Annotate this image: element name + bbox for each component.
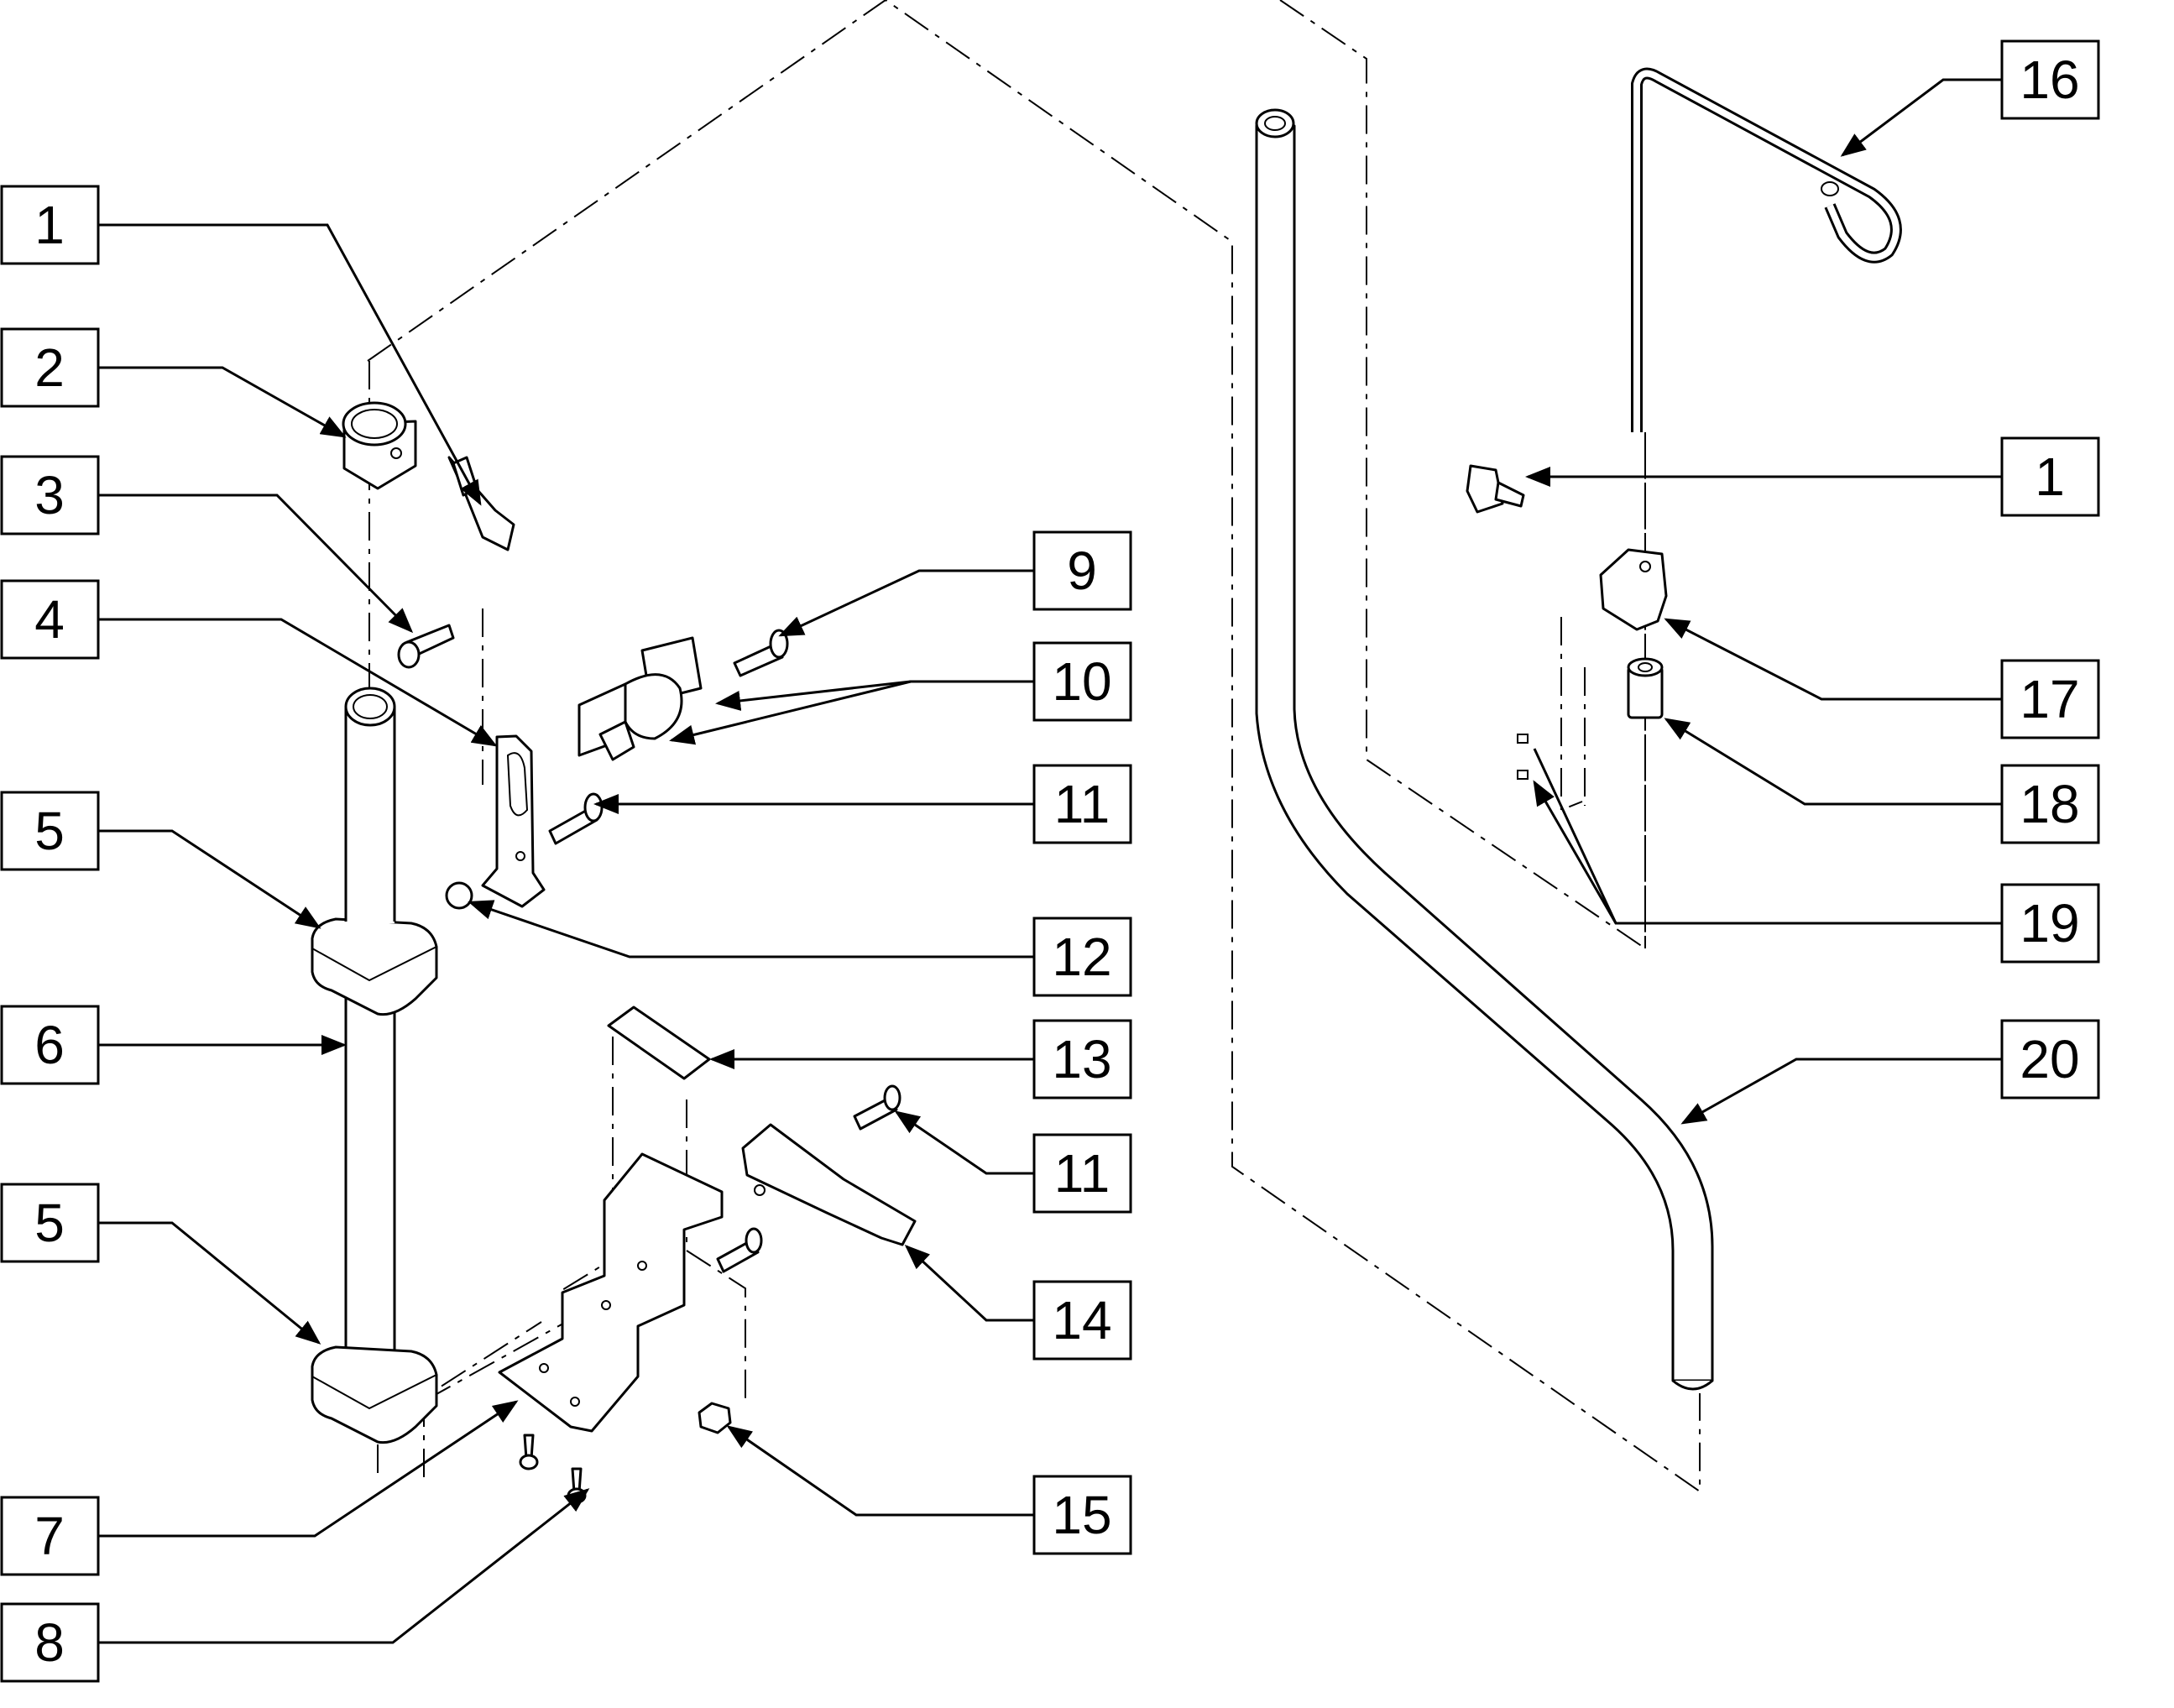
callout-label: 7 <box>34 1506 65 1566</box>
bent-tube-part <box>1255 108 1714 1391</box>
callout-label: 18 <box>2020 774 2079 834</box>
spacer-part <box>445 881 473 910</box>
shoulder-screw-part <box>397 624 455 669</box>
callout-label: 17 <box>2020 669 2079 729</box>
callout-8: 8 <box>0 1602 100 1683</box>
callout-20: 20 <box>2000 1019 2100 1099</box>
callout-14: 14 <box>1032 1280 1132 1361</box>
callout-3: 3 <box>0 455 100 535</box>
leader-lines <box>98 78 2002 1644</box>
slotted-bracket-part <box>481 734 546 908</box>
callout-4: 4 <box>0 579 100 660</box>
callout-label: 3 <box>34 465 65 525</box>
callout-7: 7 <box>0 1496 100 1576</box>
rod-block-part <box>1599 548 1668 631</box>
bushing-part <box>1627 657 1664 719</box>
callout-19: 19 <box>2000 883 2100 964</box>
callout-1-right: 1 <box>2000 436 2100 517</box>
callout-9: 9 <box>1032 530 1132 611</box>
iv-hook-rod-part <box>1631 67 1902 432</box>
callout-label: 10 <box>1052 651 1111 712</box>
screw-11-upper-part <box>548 792 604 845</box>
grip-pad-part <box>607 1005 711 1080</box>
callout-2: 2 <box>0 327 100 408</box>
knob-right-part <box>1466 464 1525 514</box>
callout-6: 6 <box>0 1005 100 1085</box>
callout-1-left: 1 <box>0 185 100 265</box>
callout-label: 13 <box>1052 1029 1111 1089</box>
callout-5-upper: 5 <box>0 791 100 871</box>
split-clamp-part <box>577 636 703 761</box>
callout-label: 4 <box>34 589 65 650</box>
callout-label: 20 <box>2020 1029 2079 1089</box>
callout-label: 1 <box>34 195 65 255</box>
callout-label: 5 <box>34 1193 65 1253</box>
callout-label: 5 <box>34 801 65 861</box>
heel-loop-part <box>741 1123 917 1246</box>
callout-label: 14 <box>1052 1290 1111 1350</box>
assembly-lines <box>367 0 1701 1493</box>
callout-11-upper: 11 <box>1032 764 1132 844</box>
callout-label: 9 <box>1067 541 1097 601</box>
callout-label: 1 <box>2035 447 2065 507</box>
callout-label: 8 <box>34 1612 65 1673</box>
left-assembly <box>311 401 917 1504</box>
callout-12: 12 <box>1032 917 1132 997</box>
callout-11-lower: 11 <box>1032 1133 1132 1214</box>
knob-part <box>447 456 515 551</box>
callout-label: 2 <box>34 337 65 398</box>
callout-label: 19 <box>2020 893 2079 953</box>
set-screw-part <box>1517 770 1529 780</box>
callout-5-lower: 5 <box>0 1183 100 1263</box>
nut-part <box>698 1402 732 1434</box>
callout-18: 18 <box>2000 764 2100 844</box>
screw-11-lower-part <box>716 1084 901 1273</box>
set-screw-part <box>1517 734 1529 744</box>
clamp-collar-part <box>342 401 417 490</box>
callout-17: 17 <box>2000 659 2100 739</box>
right-assembly <box>1255 67 1902 1391</box>
callout-label: 6 <box>34 1015 65 1075</box>
footplate-bracket-part <box>498 1152 724 1433</box>
callout-label: 16 <box>2020 50 2079 110</box>
callout-label: 11 <box>1054 1143 1110 1204</box>
wood-screws-part <box>519 1434 587 1504</box>
callout-label: 15 <box>1052 1485 1111 1545</box>
callout-13: 13 <box>1032 1019 1132 1099</box>
callout-10: 10 <box>1032 641 1132 722</box>
vertical-tube-part <box>344 687 396 1355</box>
callout-label: 11 <box>1054 774 1110 834</box>
screw-9-part <box>733 629 789 677</box>
callout-label: 12 <box>1052 927 1111 987</box>
callout-15: 15 <box>1032 1475 1132 1555</box>
callout-16: 16 <box>2000 39 2100 120</box>
pad-lower-part <box>311 1345 438 1444</box>
pad-upper-part <box>311 890 438 1016</box>
